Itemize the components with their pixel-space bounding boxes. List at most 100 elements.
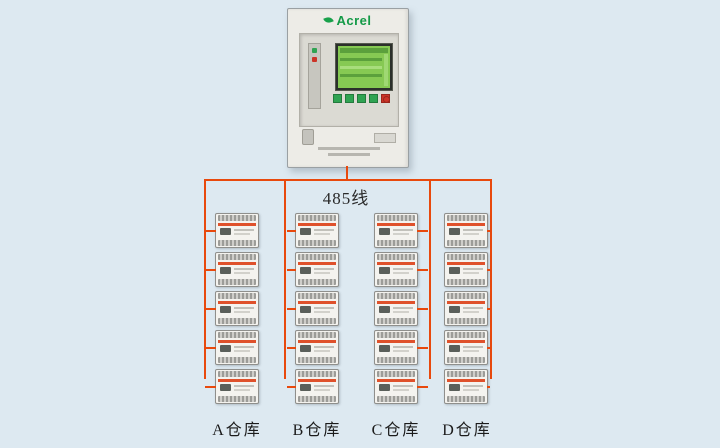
meter-device (205, 291, 259, 326)
device-display (379, 228, 390, 235)
meter-device (287, 291, 339, 326)
device-accent-band (218, 379, 256, 382)
device-accent-band (298, 223, 336, 226)
terminal-strip-top (298, 332, 336, 338)
brand-logo-text: Acrel (336, 12, 372, 28)
terminal-strip-top (298, 293, 336, 299)
terminal-strip-top (377, 371, 415, 377)
terminal-strip-top (218, 332, 256, 338)
cabinet-drop-line (346, 166, 348, 179)
terminal-strip-top (447, 215, 485, 221)
lcd-screen-content (338, 46, 390, 88)
device-accent-band (218, 223, 256, 226)
terminal-strip-bottom (377, 279, 415, 285)
device-accent-band (377, 262, 415, 265)
rs485-bus-line (204, 179, 492, 181)
device-accent-band (447, 223, 485, 226)
button-row (333, 94, 390, 103)
device-accent-band (298, 340, 336, 343)
leaf-icon (323, 15, 335, 25)
terminal-strip-bottom (298, 396, 336, 402)
meter-device (374, 369, 428, 404)
meter-device (374, 213, 428, 248)
terminal-strip-bottom (298, 318, 336, 324)
meter-device (444, 252, 490, 287)
meter-device (205, 252, 259, 287)
terminal-strip-bottom (218, 318, 256, 324)
meter-device (287, 330, 339, 365)
terminal-strip-top (377, 332, 415, 338)
terminal-strip-bottom (447, 318, 485, 324)
meter-device (205, 213, 259, 248)
device-accent-band (218, 340, 256, 343)
terminal-strip-top (447, 293, 485, 299)
terminal-strip-bottom (377, 318, 415, 324)
terminal-strip-bottom (218, 240, 256, 246)
device-display (220, 345, 231, 352)
terminal-strip-bottom (298, 279, 336, 285)
device-display (379, 384, 390, 391)
device-display (449, 306, 460, 313)
meter-device (205, 369, 259, 404)
device-display (379, 267, 390, 274)
terminal-strip-bottom (218, 357, 256, 363)
device-display (449, 345, 460, 352)
device-display (220, 267, 231, 274)
indicator-slot (308, 43, 321, 109)
terminal-strip-bottom (298, 357, 336, 363)
device-accent-band (447, 262, 485, 265)
terminal-strip-bottom (377, 357, 415, 363)
device-accent-band (377, 379, 415, 382)
device-accent-band (377, 223, 415, 226)
device-display (300, 384, 311, 391)
brand-row: Acrel (288, 12, 408, 28)
terminal-strip-top (298, 371, 336, 377)
terminal-strip-bottom (218, 279, 256, 285)
meter-device (287, 213, 339, 248)
terminal-strip-bottom (447, 279, 485, 285)
terminal-strip-top (447, 254, 485, 260)
device-accent-band (218, 301, 256, 304)
device-accent-band (377, 301, 415, 304)
warehouse-label-a: A仓库 (212, 422, 262, 439)
terminal-strip-top (377, 215, 415, 221)
terminal-strip-bottom (447, 396, 485, 402)
warehouse-label-d: D仓库 (442, 422, 492, 439)
device-stack (287, 213, 339, 404)
panel-button-icon (357, 94, 366, 103)
device-display (300, 267, 311, 274)
warehouse-label-c: C仓库 (371, 422, 421, 439)
cabinet-label-illegible (318, 147, 380, 150)
terminal-strip-top (447, 332, 485, 338)
branch-line-c (429, 179, 431, 379)
device-display (300, 345, 311, 352)
meter-device (374, 330, 428, 365)
device-display (300, 306, 311, 313)
warehouse-label-b: B仓库 (292, 422, 342, 439)
vent-plate (374, 133, 396, 143)
device-stack (374, 213, 428, 404)
device-display (220, 306, 231, 313)
meter-device (444, 291, 490, 326)
device-display (449, 267, 460, 274)
device-accent-band (298, 379, 336, 382)
meter-device (287, 369, 339, 404)
lcd-screen (335, 43, 393, 91)
branch-line-b (284, 179, 286, 379)
door-latch (302, 129, 314, 145)
terminal-strip-bottom (447, 240, 485, 246)
red-indicator-icon (312, 57, 317, 62)
device-accent-band (218, 262, 256, 265)
device-accent-band (298, 262, 336, 265)
meter-device (374, 291, 428, 326)
panel-button-icon (369, 94, 378, 103)
terminal-strip-top (377, 293, 415, 299)
device-display (379, 345, 390, 352)
meter-device (205, 330, 259, 365)
meter-device (444, 330, 490, 365)
pilot-lamp-icon (383, 96, 390, 103)
device-display (449, 384, 460, 391)
terminal-strip-top (218, 371, 256, 377)
device-accent-band (447, 340, 485, 343)
